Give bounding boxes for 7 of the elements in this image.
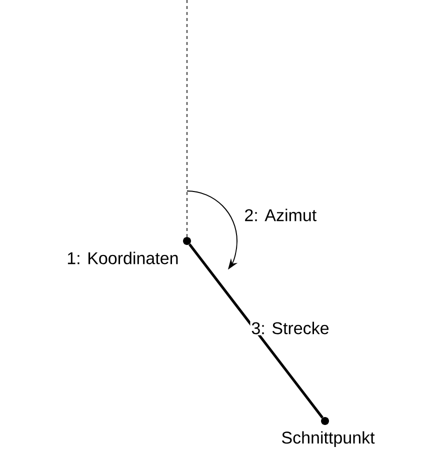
line — [188, 244, 324, 418]
point-label: 1: Koordinaten — [68, 252, 178, 264]
point-label: Schnittpunkt — [282, 431, 375, 448]
point — [183, 237, 191, 245]
angle-label: 2: Azimut — [245, 208, 316, 222]
edge-label: 3: Strecke — [250, 320, 330, 336]
point — [321, 417, 329, 425]
